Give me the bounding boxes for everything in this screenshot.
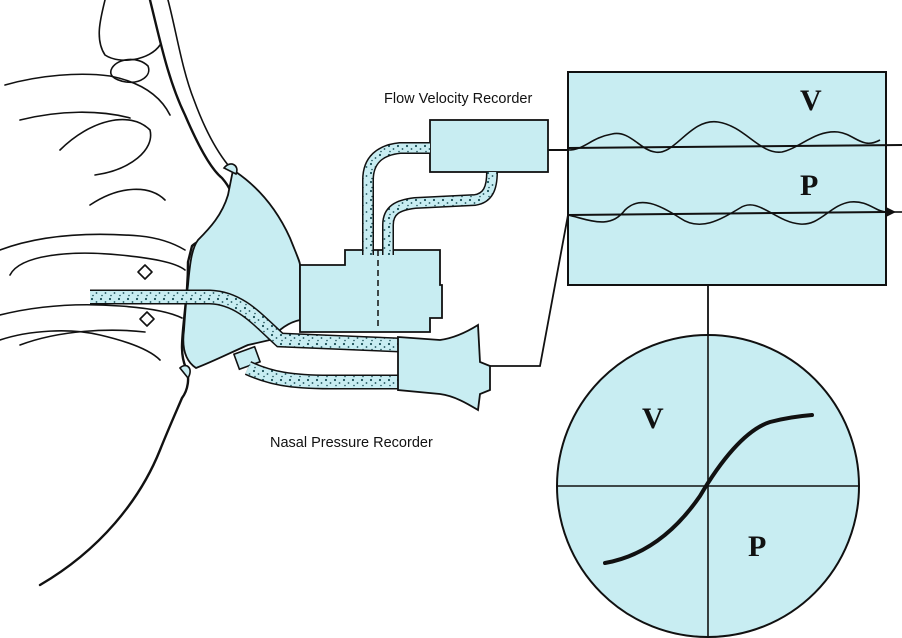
valve-top [137, 264, 153, 280]
nasal-passage-lower [0, 303, 183, 319]
flow-tube-2 [382, 171, 498, 255]
nasal-bone-curve [167, 0, 229, 166]
nasal-pressure-recorder-label: Nasal Pressure Recorder [270, 435, 433, 451]
pressure-flow-curve [603, 413, 814, 565]
flow-velocity-recorder-box [429, 119, 549, 173]
trace-p-label: P [800, 169, 818, 202]
sinus-contour-1 [4, 73, 171, 116]
flow-velocity-recorder-label: Flow Velocity Recorder [384, 91, 532, 107]
orbit-ring [110, 58, 150, 84]
nasal-probe-tube-fill [90, 291, 401, 351]
loop-p-label: P [748, 530, 766, 563]
face-mask [182, 168, 301, 370]
turbinate-upper [59, 118, 152, 176]
turbinate-lower [89, 188, 166, 206]
nasal-pressure-recorder [397, 323, 491, 412]
loop-v-label: V [642, 402, 664, 435]
pressure-tube-fill [245, 362, 400, 388]
flow-tube-1-fill [363, 143, 430, 255]
palate-contour [19, 329, 146, 346]
mask-seal-top [222, 163, 238, 176]
valve-bottom [139, 311, 155, 327]
jaw-contour [0, 330, 161, 361]
nasal-passage-upper [0, 233, 186, 251]
wire-pressure [490, 214, 569, 367]
trace-v-label: V [800, 84, 822, 117]
v-waveform [567, 121, 881, 153]
flow-sensor-body [299, 249, 443, 333]
p-waveform [567, 201, 887, 226]
orbit-contour [98, 0, 161, 61]
sinus-contour-2 [19, 111, 131, 121]
flow-tube-2-fill [383, 171, 497, 255]
recorder-panel [567, 71, 887, 286]
v-baseline [567, 144, 902, 149]
nasal-passage-tongue [9, 252, 186, 276]
mask-seal-bottom [178, 364, 191, 380]
